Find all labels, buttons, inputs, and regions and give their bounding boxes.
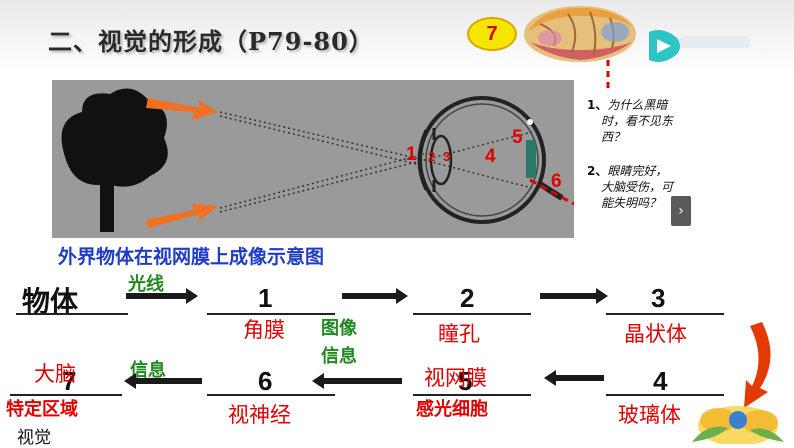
slide-number-badge: 7 [467, 17, 517, 51]
blank-line-4 [606, 394, 724, 396]
specific-area-label: 特定区域 [6, 399, 78, 420]
flow-num-2: 2 [460, 283, 475, 313]
decorative-flower [692, 406, 784, 444]
answer-retina: 视网膜 [424, 366, 487, 390]
diagram-caption: 外界物体在视网膜上成像示意图 [58, 246, 325, 268]
tree-crown [61, 88, 168, 187]
watermark [680, 36, 750, 48]
page-title: 二、视觉的形成（P79-80） [48, 27, 374, 56]
blank-line-5 [413, 394, 531, 396]
blank-line-6 [207, 394, 335, 396]
flow-num-4: 4 [653, 366, 668, 396]
brain-image [524, 6, 636, 62]
cornea [417, 129, 428, 191]
question-2-line-1: 眼睛完好， [607, 164, 668, 178]
info-label: 信息 [130, 360, 166, 381]
light-arrow-bottom [146, 204, 218, 228]
question-1: 1、为什么黑暗 时，看不见东 西？ [587, 97, 673, 145]
answer-brain: 大脑 [34, 362, 76, 386]
lens [429, 134, 453, 186]
blank-line-2 [413, 313, 531, 315]
blank-line-3 [606, 313, 724, 315]
light-arrow-top [146, 98, 218, 120]
video-app-logo-icon [649, 30, 680, 62]
question-2-num: 2、 [587, 164, 608, 178]
diagram-label-3: 3 [443, 149, 451, 164]
tree-trunk [100, 180, 114, 232]
question-1-line-1: 为什么黑暗 [607, 98, 668, 112]
image-info-label-line1: 图像 [321, 318, 357, 339]
flow-num-1: 1 [258, 283, 273, 313]
curved-arrow-down [744, 322, 771, 408]
object-label: 物体 [22, 285, 79, 318]
answer-optic-nerve: 视神经 [228, 403, 291, 427]
flow-num-3: 3 [651, 283, 666, 313]
optic-nerve-pointer [529, 178, 574, 206]
answer-vision: 视觉 [17, 428, 51, 448]
blank-line-1 [207, 313, 335, 315]
question-1-line-2: 时，看不见东 [601, 114, 674, 128]
light-label: 光线 [128, 274, 164, 295]
retina-image [526, 140, 536, 178]
eyeball [418, 96, 546, 224]
diagram-label-1: 1 [406, 144, 417, 165]
answer-vitreous: 玻璃体 [618, 403, 681, 427]
chevron-right-icon: › [678, 203, 684, 219]
diagram-label-4: 4 [485, 146, 496, 167]
image-info-label-line2: 信息 [321, 346, 357, 367]
photoreceptor-label: 感光细胞 [416, 399, 488, 420]
question-1-num: 1、 [587, 98, 608, 112]
red-dashed-pointer [606, 60, 610, 88]
question-1-line-3: 西？ [601, 130, 626, 144]
question-2-line-3: 能失明吗？ [601, 196, 662, 210]
answer-lens: 晶状体 [624, 322, 687, 346]
diagram-label-2: 2 [428, 149, 436, 164]
answer-pupil: 瞳孔 [438, 322, 480, 346]
flow-num-7: 7 [62, 366, 77, 396]
question-2-line-2: 大脑受伤，可 [601, 180, 674, 194]
next-slide-button[interactable]: › [671, 196, 691, 226]
eye-diagram [61, 88, 574, 232]
flow-num-6: 6 [258, 366, 273, 396]
blank-line-object [16, 313, 128, 315]
diagram-label-6: 6 [551, 171, 562, 192]
blank-line-7 [10, 394, 122, 396]
answer-cornea: 角膜 [243, 318, 285, 342]
flow-num-5: 5 [458, 366, 473, 396]
question-2: 2、眼睛完好， 大脑受伤，可 能失明吗？ [587, 163, 673, 211]
diagram-label-5: 5 [512, 127, 523, 148]
